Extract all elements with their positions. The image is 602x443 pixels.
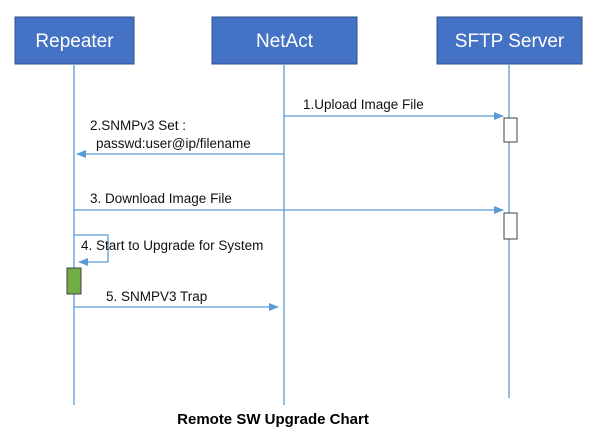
repeater-activation <box>66 267 82 295</box>
diagram-caption: Remote SW Upgrade Chart <box>177 411 369 428</box>
actor-repeater: Repeater <box>14 16 135 65</box>
message-2-label-line-1: 2.SNMPv3 Set : <box>90 118 186 133</box>
message-3-label: 3. Download Image File <box>90 191 232 206</box>
actor-netact: NetAct <box>211 16 358 65</box>
sftp-activation-2 <box>503 212 518 240</box>
message-5-label: 5. SNMPV3 Trap <box>106 289 207 304</box>
actor-sftp-server-label: SFTP Server <box>455 31 565 52</box>
message-4-self-loop-arrow <box>74 234 109 266</box>
sftp-activation-1 <box>503 117 518 143</box>
actor-netact-label: NetAct <box>256 31 314 52</box>
message-4-label: 4. Start to Upgrade for System <box>81 238 263 253</box>
message-2-label-line-2: passwd:user@ip/filename <box>96 136 251 151</box>
message-1-label: 1.Upload Image File <box>303 97 424 112</box>
actor-repeater-label: Repeater <box>35 31 114 52</box>
actor-sftp-server: SFTP Server <box>436 16 583 65</box>
